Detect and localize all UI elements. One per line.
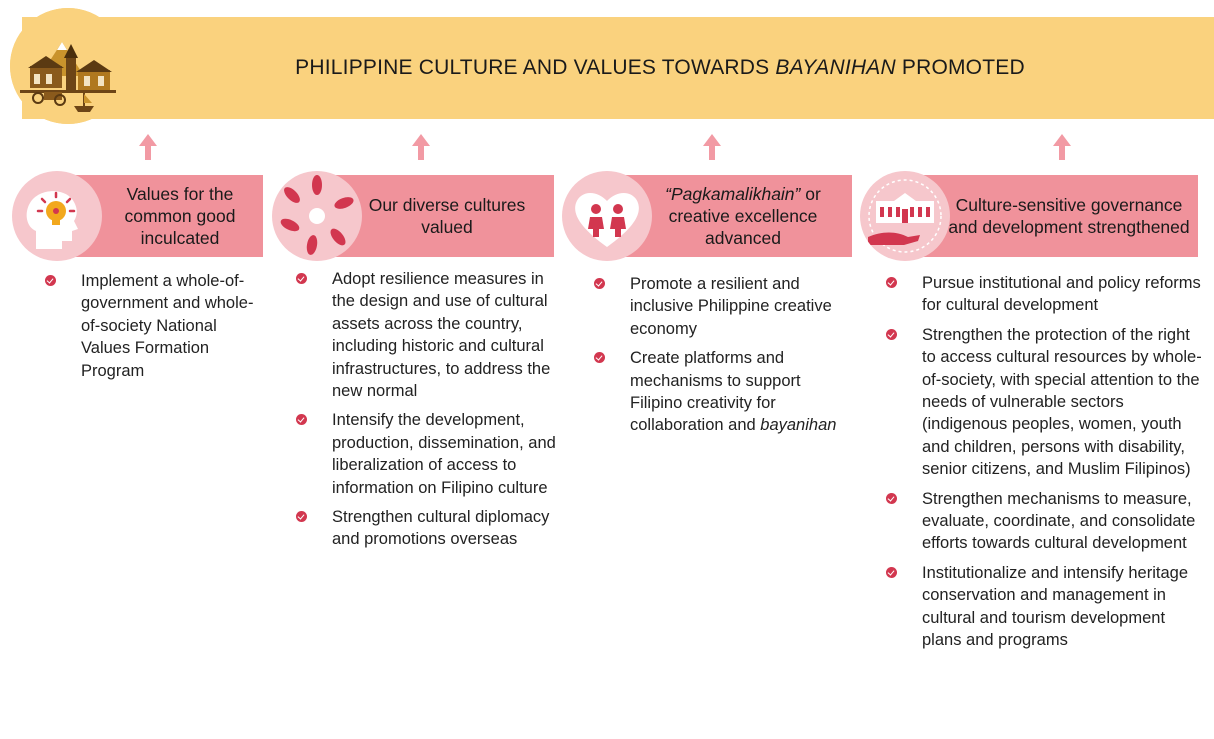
check-bullet-icon	[296, 414, 307, 426]
check-bullet-icon	[296, 273, 307, 284]
list-item: Institutionalize and intensify heritage …	[886, 562, 1204, 652]
list-item: Strengthen the protection of the right t…	[886, 324, 1204, 481]
arrow-up-icon	[703, 134, 721, 160]
diverse-cultures-bullet-list: Adopt resilience measures in the design …	[296, 268, 564, 558]
lightbulb-head-icon	[12, 171, 102, 261]
list-item: Strengthen mechanisms to measure, evalua…	[886, 488, 1204, 555]
arrow-up-icon	[412, 134, 430, 160]
diverse-cultures-header-label: Our diverse cultures valued	[368, 195, 526, 237]
check-bullet-icon	[594, 352, 605, 364]
governance-header-label: Culture-sensitive governance and develop…	[948, 195, 1190, 237]
building-hand-icon	[860, 171, 950, 261]
creative-excellence-header-label: “Pagkamalikhain” or creative excellence …	[665, 184, 821, 248]
check-bullet-icon	[45, 275, 56, 286]
check-bullet-icon	[886, 492, 897, 504]
governance-bullet-list: Pursue institutional and policy reforms …	[886, 272, 1204, 659]
arrow-up-icon	[1053, 134, 1071, 160]
list-item: Pursue institutional and policy reforms …	[886, 272, 1204, 317]
values-header-label: Values for the common good inculcated	[124, 184, 236, 248]
list-item: Create platforms and mechanisms to suppo…	[594, 347, 844, 437]
list-item: Intensify the development, production, d…	[296, 409, 564, 499]
children-heart-icon	[562, 171, 652, 261]
check-bullet-icon	[296, 511, 307, 523]
check-bullet-icon	[594, 278, 605, 289]
list-item: Promote a resilient and inclusive Philip…	[594, 273, 844, 340]
outcome-banner	[22, 17, 1214, 119]
list-item: Implement a whole-of-government and whol…	[45, 270, 270, 382]
outcome-title: PHILIPPINE CULTURE AND VALUES TOWARDS BA…	[295, 56, 1025, 79]
list-item: Adopt resilience measures in the design …	[296, 268, 564, 402]
list-item: Strengthen cultural diplomacy and promot…	[296, 506, 564, 551]
check-bullet-icon	[886, 566, 897, 578]
creative-excellence-bullet-list: Promote a resilient and inclusive Philip…	[594, 273, 844, 444]
bayanihan-emphasis: BAYANIHAN	[775, 56, 896, 79]
arrow-up-icon	[139, 134, 157, 160]
values-bullet-list: Implement a whole-of-government and whol…	[45, 270, 270, 389]
check-bullet-icon	[886, 328, 897, 340]
heritage-landmark-icon	[10, 8, 126, 124]
check-bullet-icon	[886, 277, 897, 288]
diverse-hands-icon	[272, 171, 362, 261]
